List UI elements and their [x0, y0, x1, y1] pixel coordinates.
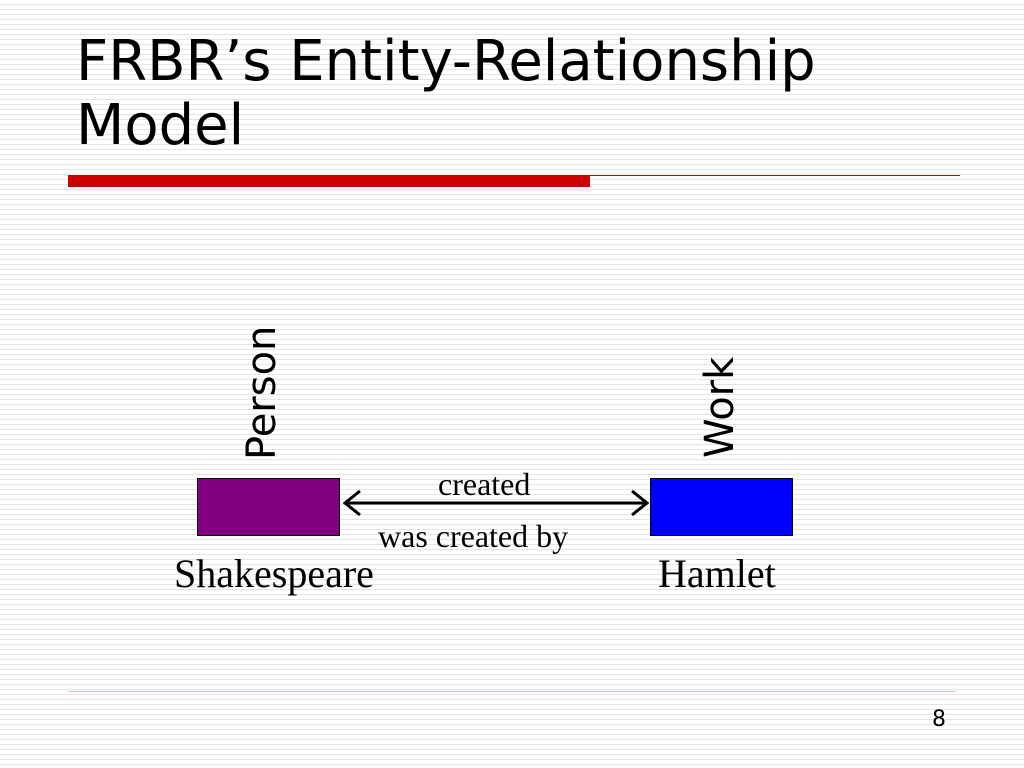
slide-title: FRBR’s Entity-Relationship Model — [76, 30, 976, 158]
title-underline-accent — [68, 175, 590, 187]
relationship-label-created: created — [438, 466, 531, 502]
slide-title-line-1: FRBR’s Entity-Relationship — [76, 29, 816, 94]
entity-box-shakespeare — [197, 478, 340, 536]
footer-divider — [68, 691, 956, 692]
entity-box-hamlet — [650, 478, 793, 536]
entity-type-label-work: Work — [697, 356, 743, 458]
page-number: 8 — [932, 707, 946, 732]
slide-title-line-2: Model — [76, 93, 245, 158]
relationship-arrowhead-right — [631, 489, 650, 517]
relationship-label-was-created-by: was created by — [378, 518, 569, 554]
relationship-arrowhead-left — [342, 489, 361, 517]
relationship-arrow — [342, 489, 650, 517]
entity-type-label-person: Person — [239, 325, 285, 460]
entity-name-hamlet: Hamlet — [658, 551, 776, 596]
title-underline-rule — [590, 175, 960, 176]
entity-name-shakespeare: Shakespeare — [174, 551, 374, 596]
